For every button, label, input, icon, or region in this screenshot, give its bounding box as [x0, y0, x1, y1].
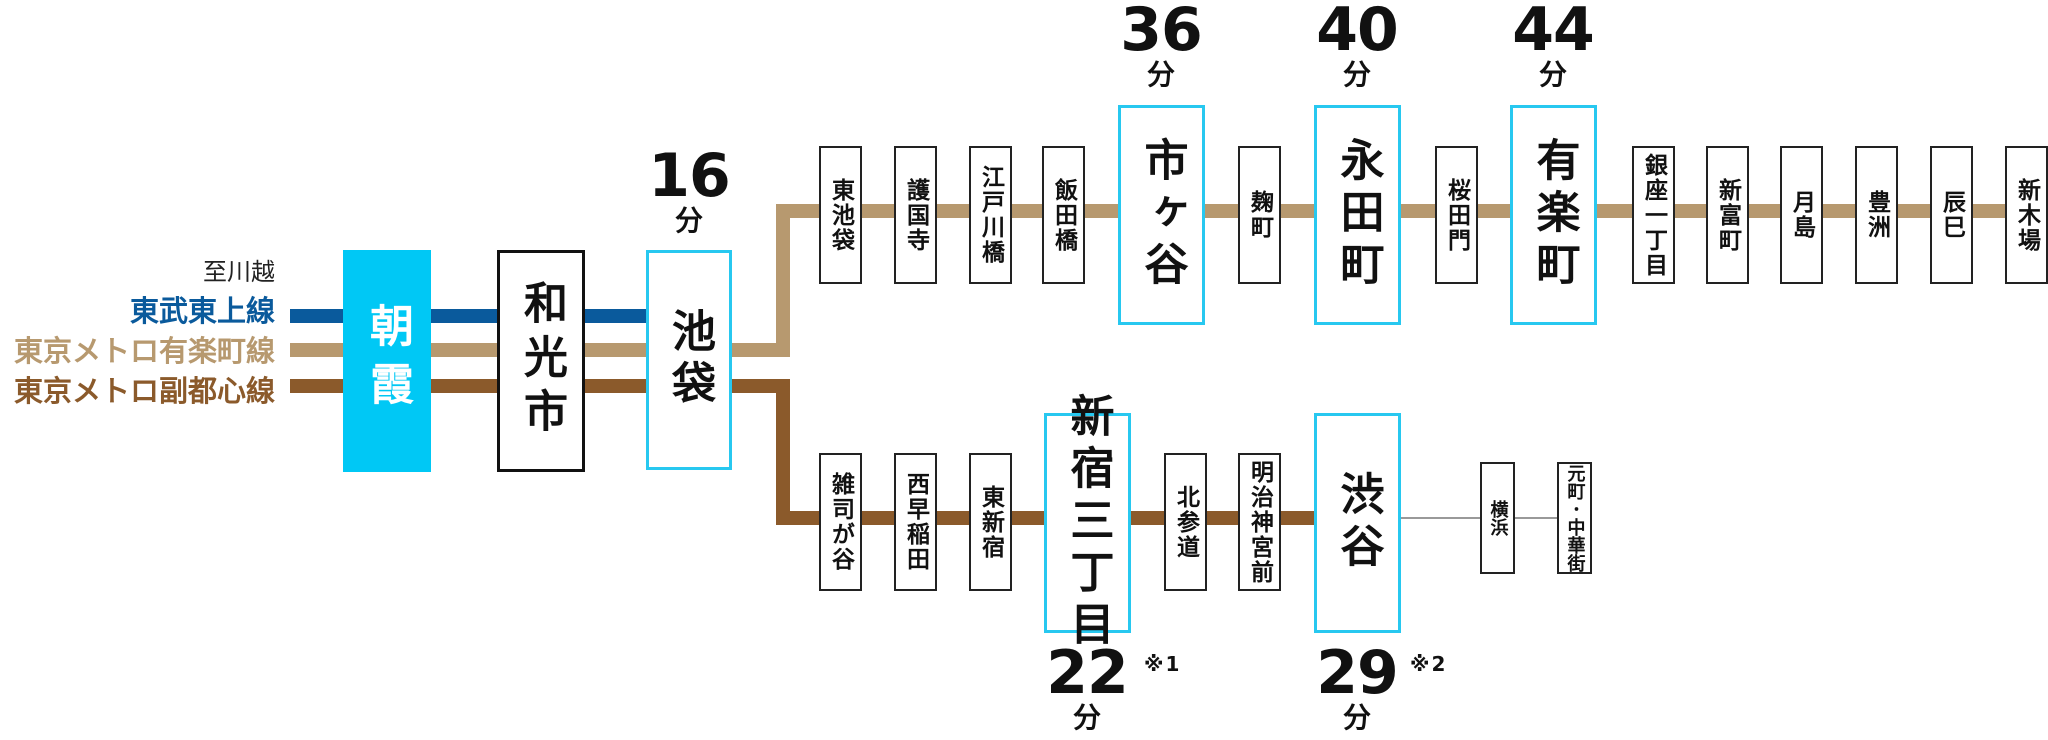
- time-value: 40: [1316, 0, 1399, 65]
- station-label: 元町･中華街: [1564, 464, 1586, 572]
- station-ikebukuro: 池袋: [646, 250, 732, 470]
- destination-label: 至川越: [203, 258, 275, 286]
- station-label: 北参道: [1172, 484, 1199, 560]
- station-label: 江戸川橋: [977, 165, 1004, 265]
- station-label: 桜田門: [1443, 177, 1470, 253]
- station-label: 辰巳: [1938, 190, 1965, 240]
- station-higashi-ikebukuro: 東池袋: [819, 146, 862, 284]
- time-shinjuku-sanchome: 22 分: [1027, 643, 1147, 732]
- station-higashi-shinjuku: 東新宿: [969, 453, 1012, 591]
- station-meiji-jingumae: 明治神宮前: [1238, 453, 1281, 591]
- time-value: 44: [1512, 0, 1595, 65]
- station-wakoshi-label: 和光市: [516, 280, 567, 442]
- station-iidabashi: 飯田橋: [1042, 146, 1085, 284]
- station-label: 新木場: [2013, 177, 2040, 253]
- station-label: 雑司が谷: [827, 472, 854, 572]
- time-value: 16: [648, 141, 731, 211]
- time-unit: 分: [1146, 58, 1175, 91]
- station-asaka: 朝霞: [343, 250, 431, 472]
- time-unit: 分: [674, 204, 703, 237]
- station-label: 新富町: [1714, 177, 1741, 253]
- station-edogawabashi: 江戸川橋: [969, 146, 1012, 284]
- station-tatsumi: 辰巳: [1930, 146, 1973, 284]
- time-nagatacho: 40 分: [1297, 0, 1417, 89]
- time-ichigaya: 36 分: [1101, 0, 1221, 89]
- station-label: 西早稲田: [902, 472, 929, 572]
- station-label: 市ヶ谷: [1136, 137, 1188, 293]
- station-zoshigaya: 雑司が谷: [819, 453, 862, 591]
- time-unit: 分: [1342, 701, 1371, 734]
- station-label: 月島: [1788, 190, 1815, 240]
- station-shin-kiba: 新木場: [2005, 146, 2048, 284]
- station-yurakucho: 有楽町: [1510, 105, 1597, 325]
- station-label: 新宿三丁目: [1062, 393, 1114, 653]
- legend-fukutoshin: 東京メトロ副都心線: [13, 374, 275, 408]
- station-nishi-waseda: 西早稲田: [894, 453, 937, 591]
- station-label: 飯田橋: [1050, 177, 1077, 253]
- station-label: 永田町: [1332, 137, 1384, 293]
- station-label: 有楽町: [1528, 137, 1580, 293]
- station-label: 明治神宮前: [1246, 459, 1273, 585]
- legend-tobu-tojo: 東武東上線: [129, 294, 275, 328]
- time-value: 36: [1120, 0, 1203, 65]
- station-label: 東新宿: [977, 484, 1004, 560]
- time-shibuya: 29 分: [1297, 643, 1417, 732]
- note-mark-1: ※1: [1144, 652, 1182, 676]
- station-kita-sando: 北参道: [1164, 453, 1207, 591]
- time-unit: 分: [1342, 58, 1371, 91]
- station-motomachi-chukagai: 元町･中華街: [1557, 462, 1592, 574]
- station-asaka-label: 朝霞: [362, 303, 413, 419]
- station-ichigaya: 市ヶ谷: [1118, 105, 1205, 325]
- station-yokohama: 横浜: [1480, 462, 1515, 574]
- note-mark-2: ※2: [1410, 652, 1448, 676]
- time-unit: 分: [1072, 701, 1101, 734]
- station-ginza-itchome: 銀座一丁目: [1632, 146, 1675, 284]
- station-gokokuji: 護国寺: [894, 146, 937, 284]
- time-yurakucho: 44 分: [1493, 0, 1613, 89]
- station-ikebukuro-label: 池袋: [664, 308, 715, 412]
- station-wakoshi: 和光市: [497, 250, 585, 472]
- station-label: 横浜: [1487, 500, 1509, 536]
- station-shinjuku-sanchome: 新宿三丁目: [1044, 393, 1131, 653]
- station-label: 護国寺: [902, 177, 929, 253]
- station-shibuya: 渋谷: [1314, 413, 1401, 633]
- legend-yurakucho: 東京メトロ有楽町線: [13, 334, 275, 368]
- station-shintomicho: 新富町: [1706, 146, 1749, 284]
- station-toyosu: 豊洲: [1855, 146, 1898, 284]
- station-label: 麹町: [1246, 190, 1273, 240]
- station-label: 銀座一丁目: [1640, 152, 1667, 278]
- time-ikebukuro: 16 分: [629, 146, 749, 235]
- station-sakuradamon: 桜田門: [1435, 146, 1478, 284]
- time-value: 29: [1316, 638, 1399, 708]
- station-kojimachi: 麹町: [1238, 146, 1281, 284]
- time-value: 22: [1046, 638, 1129, 708]
- station-nagatacho: 永田町: [1314, 105, 1401, 325]
- station-label: 東池袋: [827, 177, 854, 253]
- station-label: 渋谷: [1332, 471, 1384, 575]
- station-label: 豊洲: [1863, 190, 1890, 240]
- station-tsukishima: 月島: [1780, 146, 1823, 284]
- time-unit: 分: [1538, 58, 1567, 91]
